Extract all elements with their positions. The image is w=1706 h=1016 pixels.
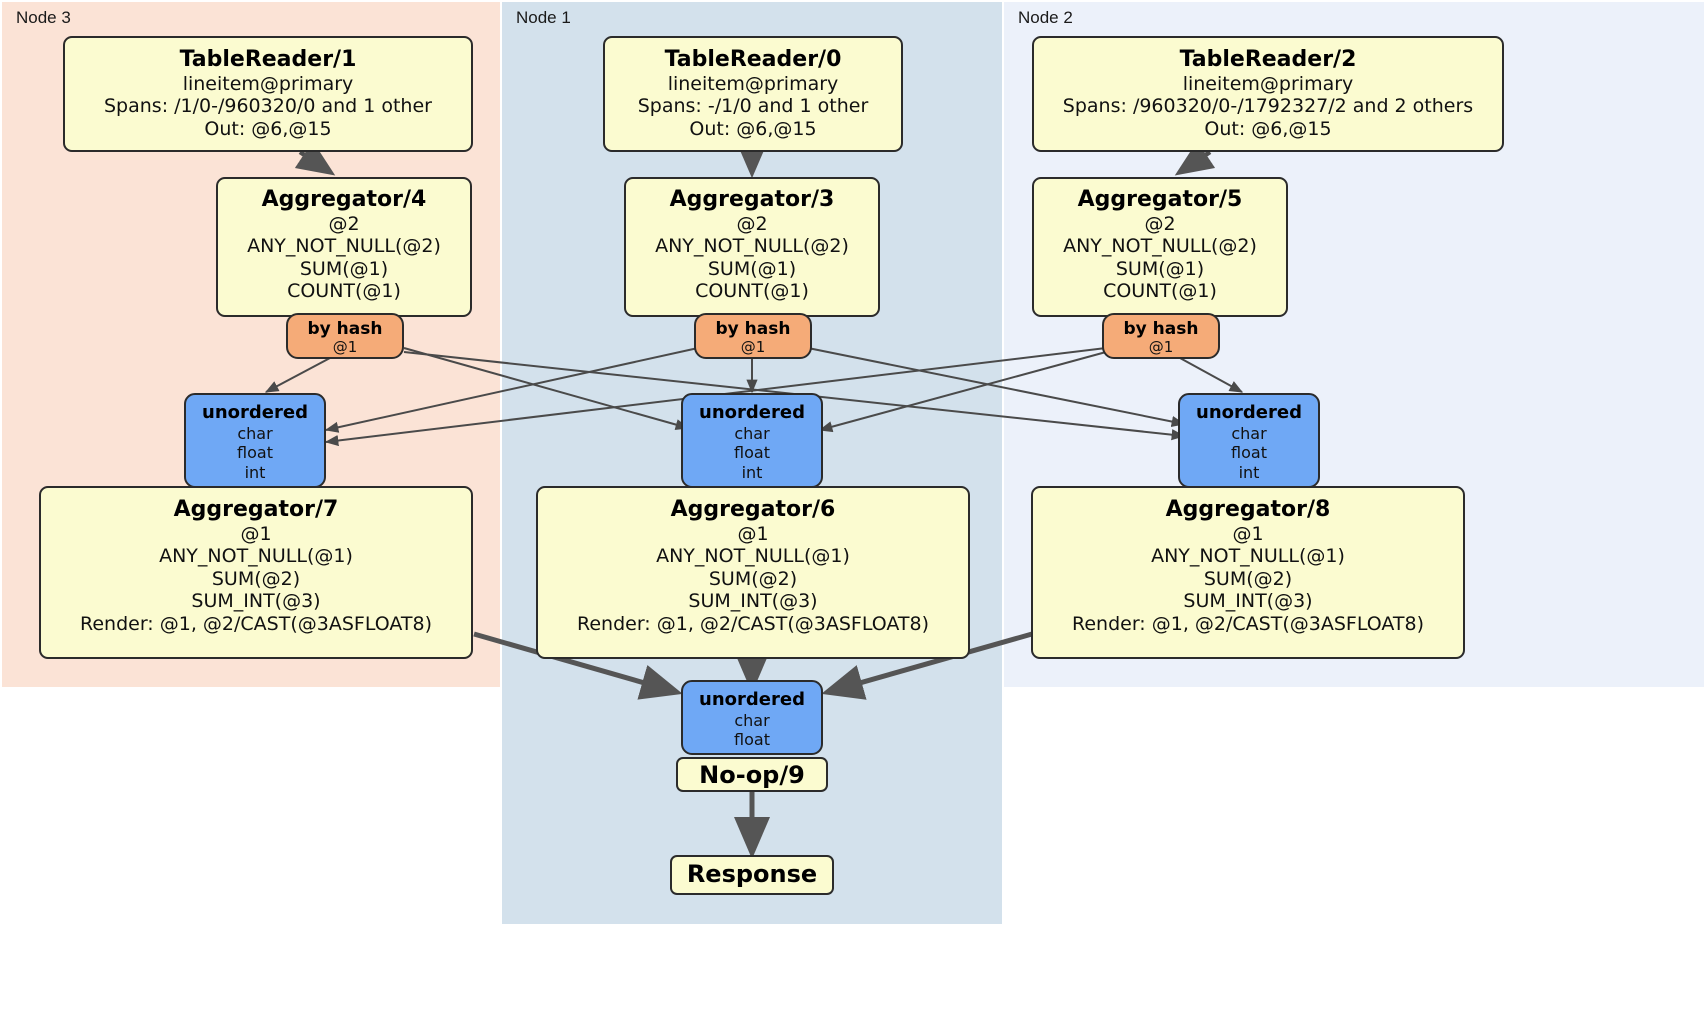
processor-response[interactable]: Response	[670, 855, 834, 895]
unordered-left-title: unordered	[202, 402, 308, 423]
router-by-hash-left[interactable]: by hash @1	[286, 313, 404, 359]
aggregator-7-line-0: @1	[240, 522, 272, 545]
aggregator-8-line-0: @1	[1232, 522, 1264, 545]
processor-tablereader-0[interactable]: TableReader/0 lineitem@primary Spans: -/…	[603, 36, 903, 152]
unordered-final-line-0: char	[734, 710, 770, 730]
tablereader-2-line-2: Out: @6,@15	[1204, 117, 1332, 140]
tablereader-1-title: TableReader/1	[179, 47, 357, 72]
unordered-right-line-1: float	[1231, 443, 1267, 463]
processor-tablereader-1[interactable]: TableReader/1 lineitem@primary Spans: /1…	[63, 36, 473, 152]
aggregator-8-title: Aggregator/8	[1165, 497, 1331, 522]
node-label-node2: Node 2	[1018, 8, 1073, 27]
processor-aggregator-4[interactable]: Aggregator/4 @2 ANY_NOT_NULL(@2) SUM(@1)…	[216, 177, 472, 317]
aggregator-4-line-2: SUM(@1)	[299, 257, 389, 280]
unordered-center-title: unordered	[699, 402, 805, 423]
unordered-center-line-2: int	[741, 462, 763, 482]
by-hash-center-line-0: @1	[740, 337, 766, 356]
unordered-final-title: unordered	[699, 689, 805, 710]
tablereader-2-title: TableReader/2	[1179, 47, 1357, 72]
tablereader-0-line-1: Spans: -/1/0 and 1 other	[637, 95, 869, 118]
node-label-node1: Node 1	[516, 8, 571, 27]
aggregator-6-line-0: @1	[737, 522, 769, 545]
aggregator-7-line-3: SUM_INT(@3)	[191, 590, 321, 613]
aggregator-5-line-2: SUM(@1)	[1115, 257, 1205, 280]
aggregator-5-title: Aggregator/5	[1077, 187, 1243, 212]
processor-aggregator-3[interactable]: Aggregator/3 @2 ANY_NOT_NULL(@2) SUM(@1)…	[624, 177, 880, 317]
processor-aggregator-6[interactable]: Aggregator/6 @1 ANY_NOT_NULL(@1) SUM(@2)…	[536, 486, 970, 659]
aggregator-5-line-0: @2	[1144, 212, 1176, 235]
aggregator-7-title: Aggregator/7	[173, 497, 339, 522]
tablereader-0-title: TableReader/0	[664, 47, 842, 72]
aggregator-6-line-1: ANY_NOT_NULL(@1)	[656, 545, 850, 568]
aggregator-5-line-3: COUNT(@1)	[1103, 280, 1217, 303]
aggregator-4-line-1: ANY_NOT_NULL(@2)	[247, 235, 441, 258]
aggregator-6-line-2: SUM(@2)	[708, 567, 798, 590]
tablereader-2-line-0: lineitem@primary	[1182, 72, 1354, 95]
by-hash-left-title: by hash	[307, 319, 383, 339]
aggregator-8-line-3: SUM_INT(@3)	[1183, 590, 1313, 613]
tablereader-0-line-2: Out: @6,@15	[689, 117, 817, 140]
aggregator-8-line-2: SUM(@2)	[1203, 567, 1293, 590]
aggregator-7-line-2: SUM(@2)	[211, 567, 301, 590]
receiver-unordered-final[interactable]: unordered char float	[681, 680, 823, 755]
aggregator-3-title: Aggregator/3	[669, 187, 835, 212]
aggregator-8-line-4: Render: @1, @2/CAST(@3ASFLOAT8)	[1072, 612, 1424, 635]
response-title: Response	[686, 860, 818, 888]
tablereader-1-line-1: Spans: /1/0-/960320/0 and 1 other	[104, 95, 432, 118]
unordered-left-line-2: int	[244, 462, 266, 482]
aggregator-6-title: Aggregator/6	[670, 497, 836, 522]
tablereader-1-line-2: Out: @6,@15	[204, 117, 332, 140]
unordered-center-line-1: float	[734, 443, 770, 463]
by-hash-right-line-0: @1	[1148, 337, 1174, 356]
aggregator-3-line-1: ANY_NOT_NULL(@2)	[655, 235, 849, 258]
processor-aggregator-8[interactable]: Aggregator/8 @1 ANY_NOT_NULL(@1) SUM(@2)…	[1031, 486, 1465, 659]
receiver-unordered-right[interactable]: unordered char float int	[1178, 393, 1320, 488]
tablereader-1-line-0: lineitem@primary	[182, 72, 354, 95]
unordered-center-line-0: char	[734, 423, 770, 443]
receiver-unordered-left[interactable]: unordered char float int	[184, 393, 326, 488]
unordered-right-title: unordered	[1196, 402, 1302, 423]
aggregator-4-title: Aggregator/4	[261, 187, 427, 212]
unordered-left-line-0: char	[237, 423, 273, 443]
unordered-left-line-1: float	[237, 443, 273, 463]
unordered-right-line-0: char	[1231, 423, 1267, 443]
aggregator-4-line-3: COUNT(@1)	[287, 280, 401, 303]
processor-aggregator-7[interactable]: Aggregator/7 @1 ANY_NOT_NULL(@1) SUM(@2)…	[39, 486, 473, 659]
aggregator-4-line-0: @2	[328, 212, 360, 235]
by-hash-center-title: by hash	[715, 319, 791, 339]
aggregator-8-line-1: ANY_NOT_NULL(@1)	[1151, 545, 1345, 568]
aggregator-6-line-3: SUM_INT(@3)	[688, 590, 818, 613]
aggregator-3-line-2: SUM(@1)	[707, 257, 797, 280]
unordered-right-line-2: int	[1238, 462, 1260, 482]
aggregator-7-line-1: ANY_NOT_NULL(@1)	[159, 545, 353, 568]
noop-9-title: No-op/9	[699, 761, 805, 789]
unordered-final-line-1: float	[734, 730, 770, 750]
aggregator-5-line-1: ANY_NOT_NULL(@2)	[1063, 235, 1257, 258]
node-label-node3: Node 3	[16, 8, 71, 27]
processor-aggregator-5[interactable]: Aggregator/5 @2 ANY_NOT_NULL(@2) SUM(@1)…	[1032, 177, 1288, 317]
by-hash-right-title: by hash	[1123, 319, 1199, 339]
aggregator-6-line-4: Render: @1, @2/CAST(@3ASFLOAT8)	[577, 612, 929, 635]
processor-tablereader-2[interactable]: TableReader/2 lineitem@primary Spans: /9…	[1032, 36, 1504, 152]
router-by-hash-center[interactable]: by hash @1	[694, 313, 812, 359]
aggregator-3-line-0: @2	[736, 212, 768, 235]
router-by-hash-right[interactable]: by hash @1	[1102, 313, 1220, 359]
tablereader-0-line-0: lineitem@primary	[667, 72, 839, 95]
receiver-unordered-center[interactable]: unordered char float int	[681, 393, 823, 488]
tablereader-2-line-1: Spans: /960320/0-/1792327/2 and 2 others	[1062, 95, 1474, 118]
processor-noop-9[interactable]: No-op/9	[676, 757, 828, 792]
aggregator-7-line-4: Render: @1, @2/CAST(@3ASFLOAT8)	[80, 612, 432, 635]
by-hash-left-line-0: @1	[332, 337, 358, 356]
aggregator-3-line-3: COUNT(@1)	[695, 280, 809, 303]
